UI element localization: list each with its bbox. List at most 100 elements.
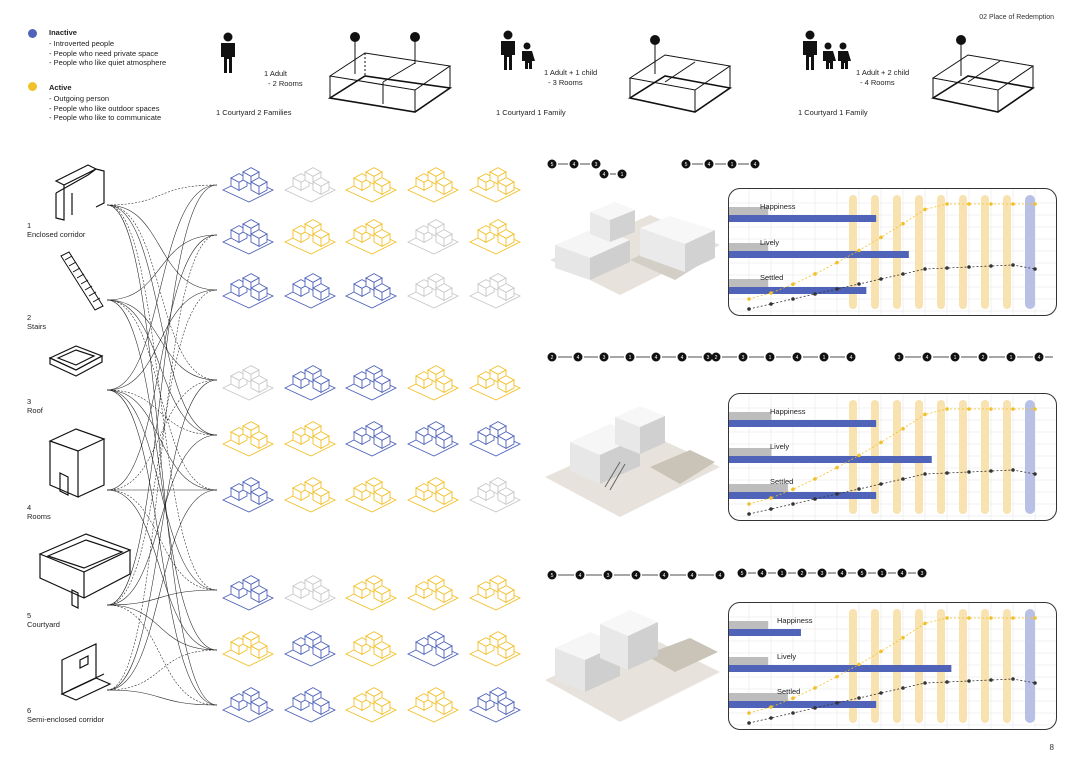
time-band [1003, 609, 1011, 723]
sequence-node-label: 4 [719, 573, 722, 579]
time-band [937, 195, 945, 309]
combination-module [344, 167, 398, 203]
sequence-node-label: 4 [691, 573, 694, 579]
chart-3-label-happiness: Happiness [777, 616, 813, 625]
trend-point-active [769, 291, 773, 295]
trend-point-inactive [747, 512, 751, 516]
legend-inactive-title: Inactive [49, 28, 77, 37]
module-cube-front [320, 287, 330, 302]
trend-point-active [945, 407, 949, 411]
sequence-node-label: 3 [595, 162, 598, 168]
time-band [959, 609, 967, 723]
bar-grey [729, 279, 769, 287]
bar-blue [729, 629, 801, 636]
scenario-people: 1 Adult + 1 child [544, 68, 598, 77]
chart-3-label-lively: Lively [777, 652, 797, 661]
sequence-node [625, 352, 635, 362]
sequence-node [819, 352, 829, 362]
legend-item: - Outgoing person [49, 94, 110, 103]
trend-point-inactive [769, 507, 773, 511]
sequence-node-label: 4 [901, 571, 904, 577]
sequence-node [715, 570, 725, 580]
trend-point-inactive [835, 492, 839, 496]
trend-point-active [879, 440, 883, 445]
combination-module [406, 575, 460, 611]
trend-point-inactive [791, 711, 795, 715]
sequence-node-label: 4 [577, 355, 580, 361]
trend-point-active [1011, 407, 1015, 411]
sequence-node-label: 5 [685, 162, 688, 168]
sequence-node-label: 1 [731, 162, 734, 168]
combination-module [221, 219, 275, 255]
sequence-node-label: 5 [551, 162, 554, 168]
page-number: 8 [1049, 743, 1054, 752]
module-cube-front [258, 701, 268, 716]
trend-point-active [835, 465, 839, 470]
trend-point-inactive [747, 721, 751, 725]
trend-line-inactive [748, 264, 1036, 310]
sequence-node [599, 352, 609, 362]
trend-point-inactive [791, 297, 795, 301]
sequence-node [877, 568, 887, 578]
sequence-node [569, 159, 579, 169]
trend-point-active [923, 621, 927, 626]
trend-point-inactive [879, 277, 883, 281]
time-band [937, 400, 945, 514]
legend-item: - People who like to communicate [49, 113, 162, 122]
legend-active-title: Active [49, 83, 72, 92]
connection-curves [106, 184, 218, 706]
trend-line-active [748, 408, 1035, 505]
component-num: 5 [27, 611, 32, 620]
combination-module [406, 273, 460, 309]
sequence-node-label: 4 [655, 355, 658, 361]
trend-point-inactive [989, 264, 993, 268]
sequence-node [547, 352, 557, 362]
sequence-node-label: 1 [823, 355, 826, 361]
mood-chart-1 [728, 188, 1057, 316]
connection-curve [106, 589, 218, 606]
chart-svg-2 [729, 394, 1056, 520]
module-cube-front [258, 491, 268, 506]
connection-curve [106, 389, 218, 491]
module-cube-front [443, 701, 453, 716]
sequence-node [750, 159, 760, 169]
sequence-node [950, 352, 960, 362]
sequence-node [737, 568, 747, 578]
trend-point-inactive [813, 292, 817, 296]
connection-curve [106, 234, 218, 491]
module-cube-front [381, 181, 391, 196]
connection-curve [106, 299, 218, 436]
trend-point-active [857, 662, 861, 667]
sequence-node-label: 3 [921, 571, 924, 577]
combination-module [283, 219, 337, 255]
combination-module [221, 631, 275, 667]
trend-point-inactive [857, 282, 861, 286]
connection-curve [106, 379, 218, 691]
trend-point-active [813, 686, 817, 690]
adult-two-children-icon [803, 30, 851, 70]
sequence-node [797, 568, 807, 578]
module-cube-front [320, 181, 330, 196]
house-render-2 [545, 406, 720, 517]
trend-point-inactive [901, 686, 905, 690]
sequence-node [817, 568, 827, 578]
combination-module [468, 575, 522, 611]
trend-point-active [747, 711, 751, 715]
sequence-node-label: 3 [898, 355, 901, 361]
combination-module [468, 477, 522, 513]
module-cube-front [320, 435, 330, 450]
bar-grey [729, 243, 769, 251]
bar-blue [729, 287, 867, 294]
sequence-node-label: 4 [850, 355, 853, 361]
combination-module [221, 575, 275, 611]
sequence-node-label: 2 [982, 355, 985, 361]
connection-curve [106, 204, 218, 436]
combination-module [221, 365, 275, 401]
chart-1-label-settled: Settled [760, 273, 784, 282]
chart-2-label-settled: Settled [770, 477, 794, 486]
stairs-drawing [60, 251, 104, 311]
time-band-final [1025, 195, 1035, 309]
bar-blue [729, 215, 877, 222]
sequence-diagram-2: 24314432314143412144 [547, 352, 1053, 362]
